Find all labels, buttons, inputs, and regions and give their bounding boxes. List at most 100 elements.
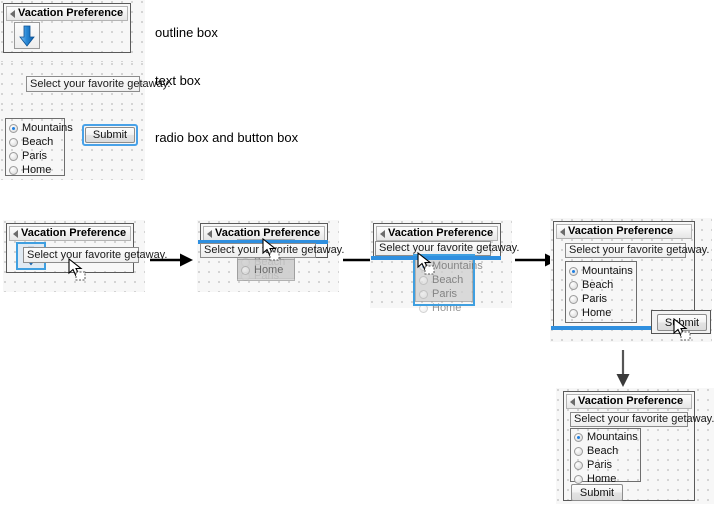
radio-option-beach[interactable]: Beach xyxy=(574,444,637,458)
prompt-label: Select your favorite getaway. xyxy=(204,244,345,256)
radio-option-paris[interactable]: Paris xyxy=(9,149,61,163)
step2-outline-box[interactable]: Vacation Preference xyxy=(200,223,328,258)
legend-submit-button[interactable]: Submit xyxy=(85,127,135,143)
drag-cursor-icon xyxy=(68,258,86,281)
step1-titlebar: Vacation Preference xyxy=(9,226,131,241)
collapse-triangle-icon[interactable] xyxy=(10,9,15,18)
group-title-label: Vacation Preference xyxy=(568,225,674,237)
legend-drop-arrow-widget[interactable] xyxy=(14,22,40,49)
radio-label: Home xyxy=(254,263,284,276)
radio-dot-icon[interactable] xyxy=(9,137,18,147)
collapse-triangle-icon[interactable] xyxy=(13,229,18,238)
step4-insert-line xyxy=(551,326,711,330)
radio-option-beach: Beach xyxy=(419,273,469,287)
radio-option-home[interactable]: Home xyxy=(569,306,633,320)
radio-label: Beach xyxy=(432,273,464,286)
legend-submit-focus-ring xyxy=(82,124,138,146)
collapse-triangle-icon[interactable] xyxy=(560,227,565,236)
radio-dot-icon[interactable] xyxy=(574,460,583,470)
radio-dot-icon xyxy=(419,275,428,285)
step5-outline-box[interactable]: Vacation Preference xyxy=(563,391,695,501)
step5-text-box[interactable]: Select your favorite getaway. xyxy=(570,412,714,427)
step2-ghost-radio-group-lower: Home xyxy=(237,259,295,281)
radio-dot-icon[interactable] xyxy=(574,432,583,442)
radio-label: Paris xyxy=(22,149,48,162)
radio-label: Home xyxy=(22,163,52,176)
radio-option-paris[interactable]: Paris xyxy=(569,292,633,306)
prompt-label: Select your favorite getaway. xyxy=(379,242,520,254)
legend-caption-outline-box: outline box xyxy=(155,25,218,40)
radio-option-beach[interactable]: Beach xyxy=(569,278,633,292)
collapse-triangle-icon[interactable] xyxy=(570,397,575,406)
legend-caption-text-box: text box xyxy=(155,73,201,88)
radio-option-paris: Paris xyxy=(419,287,469,301)
radio-dot-icon[interactable] xyxy=(569,308,578,318)
radio-label: Paris xyxy=(587,458,613,471)
drag-cursor-icon xyxy=(673,318,691,341)
drag-cursor-icon xyxy=(417,252,435,275)
step4-drag-cursor xyxy=(673,318,693,342)
step4-radio-group[interactable]: Mountains Beach Paris Home xyxy=(565,261,637,323)
radio-label: Beach xyxy=(22,135,54,148)
collapse-triangle-icon[interactable] xyxy=(380,229,385,238)
step5-radio-group[interactable]: Mountains Beach Paris Home xyxy=(570,428,641,484)
submit-button-label: Submit xyxy=(579,486,615,499)
radio-label: Paris xyxy=(432,287,458,300)
blue-down-arrow-icon xyxy=(19,25,35,47)
radio-label: Paris xyxy=(582,292,608,305)
radio-dot-icon[interactable] xyxy=(574,474,583,484)
group-title-label: Vacation Preference xyxy=(21,227,127,239)
legend-radio-group[interactable]: Mountains Beach Paris Home xyxy=(5,118,73,177)
radio-dot-icon[interactable] xyxy=(569,266,578,276)
radio-dot-icon[interactable] xyxy=(9,123,18,133)
step3-drag-cursor xyxy=(417,252,437,276)
radio-label: Mountains xyxy=(22,121,73,134)
step3-radio-selection xyxy=(413,254,475,306)
radio-label: Mountains xyxy=(582,264,633,277)
radio-option-home[interactable]: Home xyxy=(9,163,61,177)
radio-label: Beach xyxy=(587,444,619,457)
flow-connector-1 xyxy=(150,252,194,268)
radio-dot-icon[interactable] xyxy=(9,165,18,175)
submit-button-label: Submit xyxy=(664,316,700,329)
step4-outline-box[interactable]: Vacation Preference xyxy=(553,221,695,329)
radio-label: Home xyxy=(432,301,462,314)
radio-option-mountains[interactable]: Mountains xyxy=(574,430,638,444)
step5-submit-button[interactable]: Submit xyxy=(571,484,623,501)
step2-text-box[interactable]: Select your favorite getaway. xyxy=(200,243,344,258)
flow-connector-4 xyxy=(615,350,631,388)
radio-dot-icon[interactable] xyxy=(9,151,18,161)
right-arrow-icon xyxy=(150,253,193,267)
radio-option-beach[interactable]: Beach xyxy=(9,135,61,149)
legend-outline-titlebar: Vacation Preference xyxy=(6,6,128,21)
radio-dot-icon[interactable] xyxy=(569,294,578,304)
radio-option-home: Home xyxy=(241,263,291,277)
step4-text-box[interactable]: Select your favorite getaway. xyxy=(565,243,709,258)
radio-option-home[interactable]: Home xyxy=(574,472,637,486)
prompt-label: Select your favorite getaway. xyxy=(30,77,171,90)
step4-titlebar: Vacation Preference xyxy=(556,224,692,239)
submit-button-label: Submit xyxy=(92,129,128,141)
step2-drag-cursor xyxy=(262,238,282,262)
radio-dot-icon[interactable] xyxy=(569,280,578,290)
group-title-label: Vacation Preference xyxy=(18,7,124,19)
group-title-label: Vacation Preference xyxy=(578,395,684,407)
legend-canvas-radio-button xyxy=(0,108,145,180)
radio-dot-icon[interactable] xyxy=(574,446,583,456)
down-arrow-icon xyxy=(616,350,630,387)
radio-option-mountains[interactable]: Mountains xyxy=(569,264,633,278)
radio-dot-icon xyxy=(419,289,428,299)
radio-dot-icon xyxy=(241,265,250,275)
group-title-label: Vacation Preference xyxy=(388,227,494,239)
step1-dragged-text-box[interactable]: Select your favorite getaway. xyxy=(23,247,167,263)
legend-text-box[interactable]: Select your favorite getaway. xyxy=(26,76,170,92)
step5-titlebar: Vacation Preference xyxy=(566,394,692,409)
prompt-label: Select your favorite getaway. xyxy=(27,248,168,261)
step3-insert-line xyxy=(371,256,501,260)
radio-option-paris[interactable]: Paris xyxy=(574,458,637,472)
legend-outline-box[interactable]: Vacation Preference xyxy=(3,3,131,53)
legend-caption-radio-button: radio box and button box xyxy=(155,130,299,145)
collapse-triangle-icon[interactable] xyxy=(207,229,212,238)
radio-option-mountains[interactable]: Mountains xyxy=(9,121,73,135)
step3-titlebar: Vacation Preference xyxy=(376,226,498,241)
